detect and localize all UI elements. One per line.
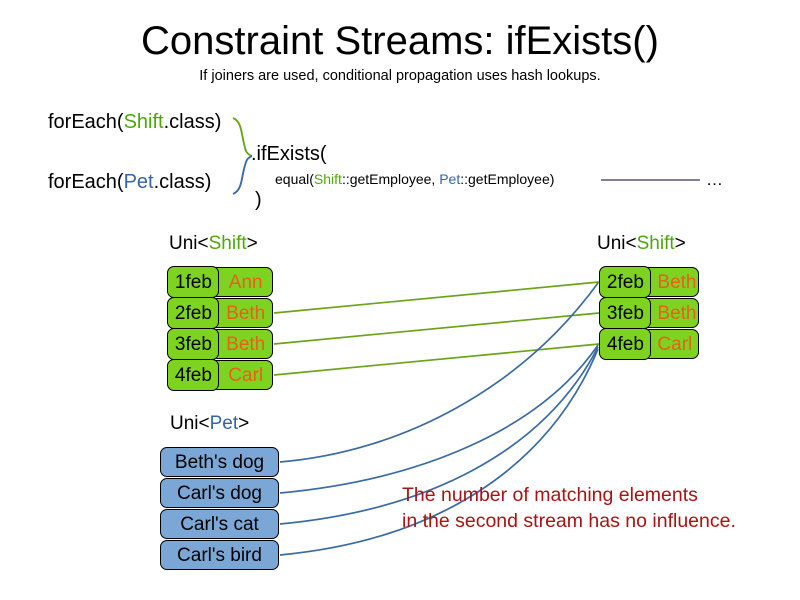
pet-label: Carl's bird xyxy=(177,544,262,566)
list-item[interactable]: Carl's cat xyxy=(160,509,279,539)
shift-name-cell: Beth xyxy=(226,302,266,324)
brace-lower-blue xyxy=(232,155,253,195)
label-suffix: > xyxy=(674,233,686,254)
shift-name-cell: Beth xyxy=(226,333,266,355)
table-row[interactable]: 1feb Ann xyxy=(167,266,273,298)
code-foreach-pet-prefix: forEach( xyxy=(48,171,124,193)
page-subtitle: If joiners are used, conditional propaga… xyxy=(199,68,601,84)
shift-date-cell: 2feb xyxy=(599,266,652,298)
shift-date-cell: 3feb xyxy=(599,297,652,329)
code-equal-right-type: Pet xyxy=(439,171,461,187)
shift-date-cell: 4feb xyxy=(167,359,220,391)
list-item[interactable]: Beth's dog xyxy=(160,447,279,477)
code-foreach-shift: forEach(Shift.class) xyxy=(48,110,221,134)
label-suffix: > xyxy=(238,413,250,434)
shift-name-cell: Carl xyxy=(228,364,264,386)
shift-date-cell: 3feb xyxy=(167,328,220,360)
shift-date-cell: 2feb xyxy=(167,297,220,329)
code-ellipsis: … xyxy=(706,170,723,189)
code-foreach-shift-type: Shift xyxy=(123,111,164,133)
table-row[interactable]: 4feb Carl xyxy=(599,328,699,360)
label-type: Shift xyxy=(208,233,247,254)
label-prefix: Uni< xyxy=(597,233,637,254)
label-prefix: Uni< xyxy=(170,413,210,434)
page-title: Constraint Streams: ifExists() xyxy=(141,19,659,63)
label-type: Shift xyxy=(636,233,675,254)
code-ifexists-call: .ifExists( xyxy=(251,143,327,165)
wire-pet-beths-dog xyxy=(279,282,599,463)
table-row[interactable]: 3feb Beth xyxy=(599,297,699,329)
shift-name-cell: Carl xyxy=(657,333,693,355)
table-row[interactable]: 2feb Beth xyxy=(167,297,273,329)
annotation-line-1: The number of matching elements xyxy=(402,484,698,506)
code-foreach-pet-suffix: .class) xyxy=(153,171,212,193)
label-prefix: Uni< xyxy=(169,233,209,254)
stream-label-shift-right: Uni<Shift> xyxy=(597,233,686,255)
shift-name-cell: Ann xyxy=(228,271,263,293)
code-equal-left-type: Shift xyxy=(313,171,342,187)
code-equal-left-method: ::getEmployee, xyxy=(341,171,440,187)
wire-shift-2feb xyxy=(273,281,600,314)
code-foreach-pet: forEach(Pet.class) xyxy=(48,170,211,194)
code-equal-prefix: equal( xyxy=(275,171,314,187)
pet-label: Carl's cat xyxy=(180,513,259,535)
wire-shift-4feb xyxy=(273,343,600,376)
wire-shift-3feb xyxy=(273,312,600,345)
annotation-note: The number of matching elements in the s… xyxy=(402,482,736,534)
pet-label: Carl's dog xyxy=(177,482,262,504)
list-item[interactable]: Carl's dog xyxy=(160,478,279,508)
code-foreach-pet-type: Pet xyxy=(123,171,154,193)
code-close-paren: ) xyxy=(255,189,262,211)
label-type: Pet xyxy=(209,413,239,434)
list-item[interactable]: Carl's bird xyxy=(160,540,279,570)
table-row[interactable]: 3feb Beth xyxy=(167,328,273,360)
stream-label-pet: Uni<Pet> xyxy=(170,413,249,435)
shift-date-cell: 4feb xyxy=(599,328,652,360)
annotation-line-2: in the second stream has no influence. xyxy=(402,510,736,532)
pet-label: Beth's dog xyxy=(174,451,265,473)
brace-upper-green xyxy=(232,117,253,157)
shift-name-cell: Beth xyxy=(657,271,697,293)
stream-label-shift-left: Uni<Shift> xyxy=(169,233,258,255)
code-equal-right-method: ::getEmployee) xyxy=(460,171,555,187)
shift-date-cell: 1feb xyxy=(167,266,220,298)
wire-pet-carls-dog xyxy=(279,344,599,494)
label-suffix: > xyxy=(246,233,258,254)
table-row[interactable]: 2feb Beth xyxy=(599,266,699,298)
code-foreach-shift-prefix: forEach( xyxy=(48,111,124,133)
shift-name-cell: Beth xyxy=(657,302,697,324)
code-equal-joiner: equal(Shift::getEmployee, Pet::getEmploy… xyxy=(275,170,554,188)
code-foreach-shift-suffix: .class) xyxy=(163,111,222,133)
table-row[interactable]: 4feb Carl xyxy=(167,359,273,391)
